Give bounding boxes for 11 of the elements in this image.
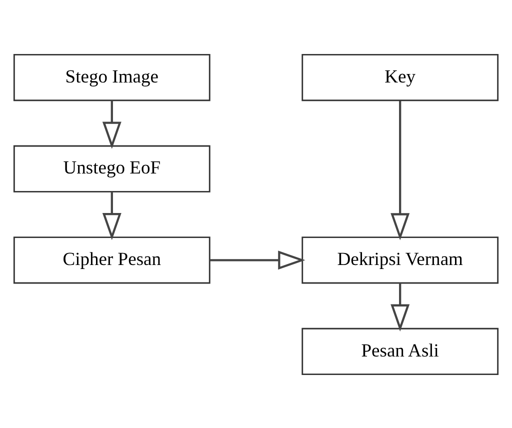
node-box: Stego Image: [13, 54, 210, 101]
arrow: [102, 100, 122, 148]
arrow: [390, 100, 410, 240]
node-box: Pesan Asli: [302, 327, 499, 374]
arrow: [390, 282, 410, 331]
node-box: Unstego EoF: [13, 144, 210, 192]
node-box: Key: [302, 54, 499, 101]
node-box: Cipher Pesan: [13, 236, 210, 284]
arrow: [102, 191, 122, 240]
arrow: [210, 250, 306, 270]
node-box: Dekripsi Vernam: [302, 236, 499, 284]
